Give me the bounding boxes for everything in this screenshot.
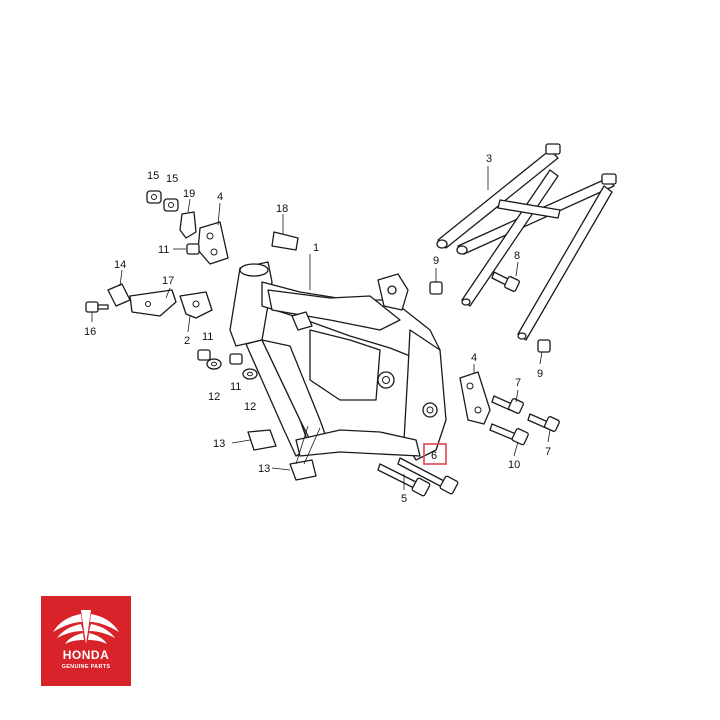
bolt-10[interactable] [489, 423, 529, 446]
nut-11c[interactable] [229, 353, 243, 365]
bolt-long-6[interactable] [397, 457, 459, 495]
bolt-9a[interactable] [429, 281, 443, 295]
washer-12a[interactable] [206, 358, 222, 370]
callout-11b[interactable]: 11 [202, 331, 213, 343]
callout-10[interactable]: 10 [508, 459, 520, 471]
callout-18[interactable]: 18 [276, 203, 288, 215]
callout-17[interactable]: 17 [162, 275, 174, 287]
callout-12b[interactable]: 12 [244, 401, 256, 413]
bolt-7b[interactable] [527, 413, 560, 432]
callout-13a[interactable]: 13 [213, 438, 225, 450]
plate-right[interactable] [459, 371, 491, 425]
bolt-9b[interactable] [537, 339, 551, 353]
callout-16[interactable]: 16 [84, 326, 96, 338]
callout-4-right[interactable]: 4 [471, 352, 477, 364]
callout-9b[interactable]: 9 [537, 368, 543, 380]
callout-7b[interactable]: 7 [545, 446, 551, 458]
leader-lines [91, 166, 551, 490]
bolt-8[interactable] [491, 271, 520, 292]
stay-left[interactable] [179, 291, 213, 319]
honda-genuine-parts-logo: HONDA GENUINE PARTS [41, 596, 131, 686]
callout-15a[interactable]: 15 [147, 170, 159, 182]
plate-upper[interactable] [197, 221, 229, 265]
callout-1[interactable]: 1 [313, 242, 319, 254]
clip-19[interactable] [179, 211, 197, 239]
clip-14[interactable] [107, 283, 131, 307]
highlight-box [423, 443, 447, 465]
clamp-13a[interactable] [247, 429, 277, 451]
callout-13b[interactable]: 13 [258, 463, 270, 475]
clamp-13b[interactable] [289, 459, 317, 481]
callout-labels: 1 2 3 4 4 5 6 7 7 8 9 9 10 11 11 11 12 1… [84, 153, 551, 505]
washer-12b[interactable] [242, 368, 258, 380]
bolt-long-5[interactable] [377, 463, 431, 497]
callout-3[interactable]: 3 [486, 153, 492, 165]
callout-7a[interactable]: 7 [515, 377, 521, 389]
callout-4-upper[interactable]: 4 [217, 191, 223, 203]
callout-6[interactable]: 6 [431, 450, 437, 462]
nut-11a[interactable] [186, 243, 200, 255]
clamp-18[interactable] [271, 231, 299, 251]
subframe[interactable] [436, 143, 617, 341]
callout-15b[interactable]: 15 [166, 173, 178, 185]
logo-tagline: GENUINE PARTS [61, 664, 111, 670]
callout-14[interactable]: 14 [114, 259, 126, 271]
nut-15b[interactable] [163, 198, 179, 212]
callout-11a[interactable]: 11 [158, 244, 169, 256]
callout-11c[interactable]: 11 [230, 381, 241, 393]
frame-body[interactable] [229, 261, 447, 461]
callout-2[interactable]: 2 [184, 335, 190, 347]
callout-5[interactable]: 5 [401, 493, 407, 505]
wing-icon [53, 610, 119, 644]
callout-12a[interactable]: 12 [208, 391, 220, 403]
nut-15a[interactable] [146, 190, 162, 204]
bolt-16[interactable] [85, 301, 109, 313]
callout-19[interactable]: 19 [183, 188, 195, 200]
callout-9a[interactable]: 9 [433, 255, 439, 267]
nut-11b[interactable] [197, 349, 211, 361]
callout-8[interactable]: 8 [514, 250, 520, 262]
logo-brand: HONDA [62, 648, 110, 662]
bolt-7a[interactable] [491, 395, 524, 414]
stay-17[interactable] [129, 289, 177, 317]
